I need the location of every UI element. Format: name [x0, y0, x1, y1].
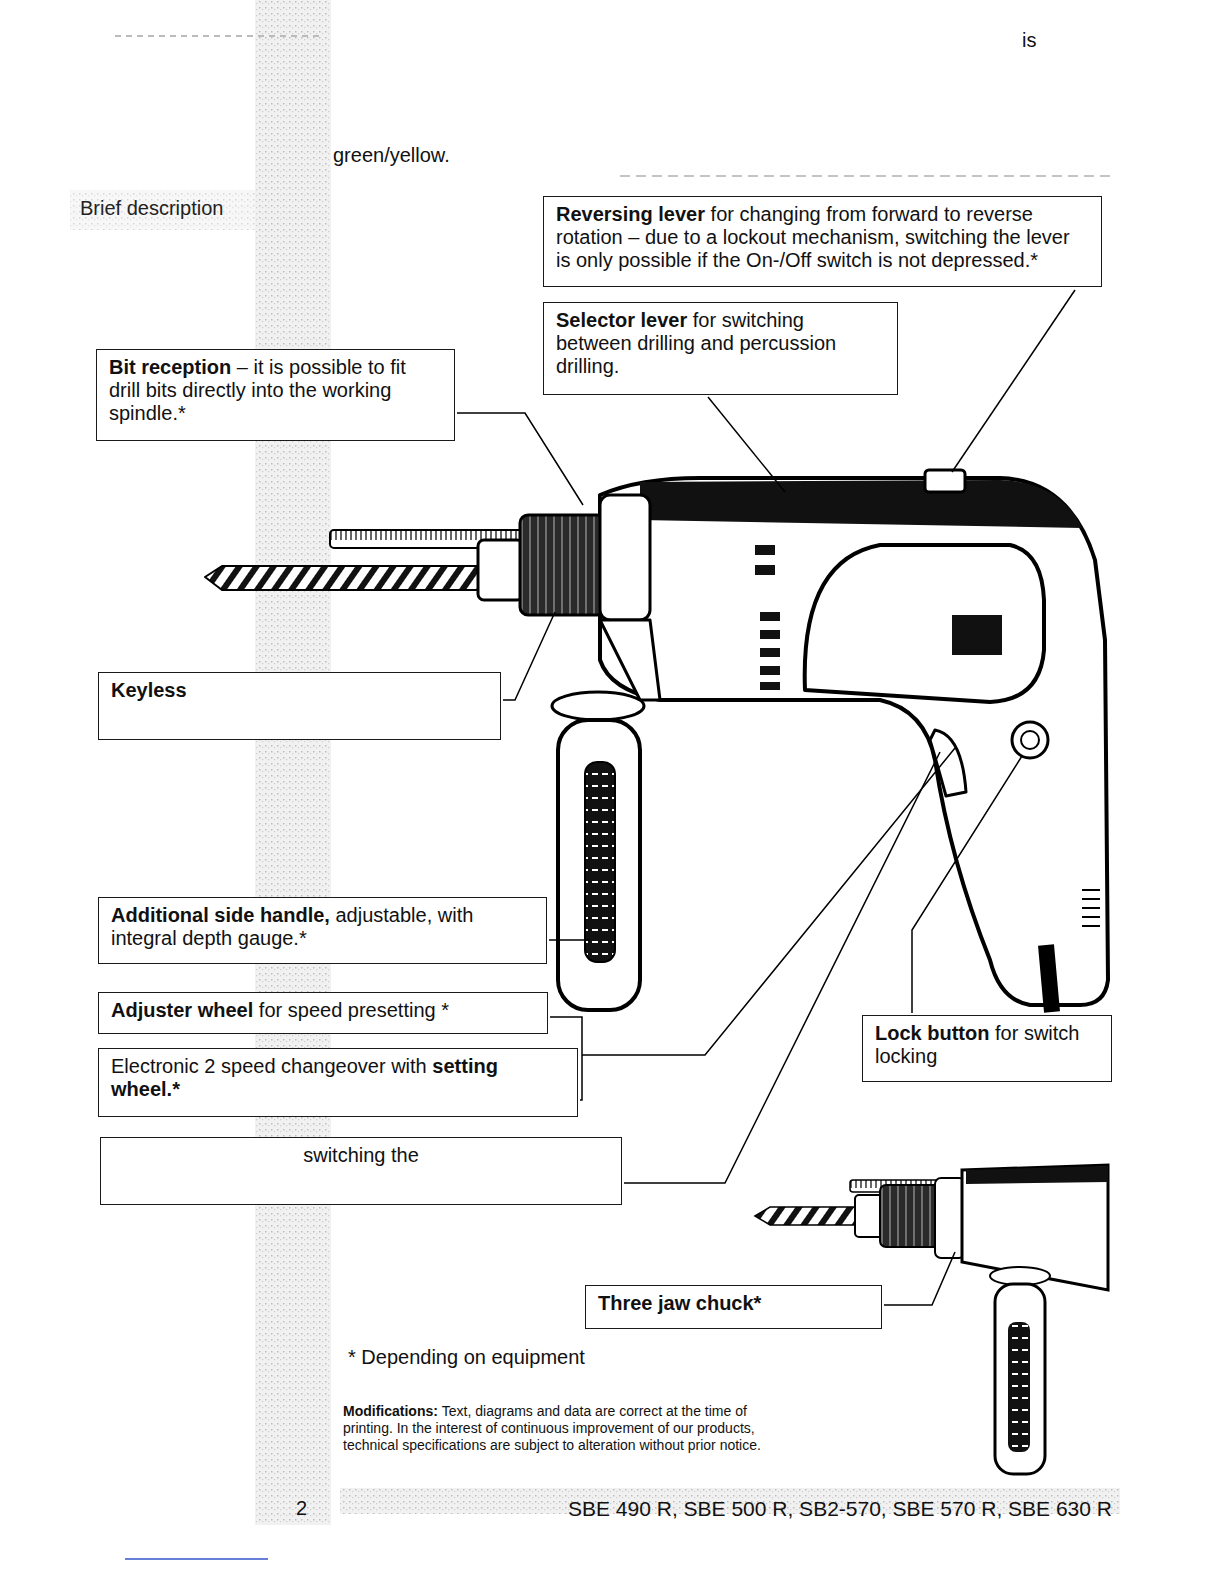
callout-box: Bit reception– it is possible to fit dri…	[96, 349, 455, 441]
callout-box: Lock buttonfor switch locking	[862, 1015, 1112, 1082]
text-label: Modifications:Text, diagrams and data ar…	[343, 1403, 783, 1454]
text-label: * Depending on equipment	[348, 1345, 585, 1369]
callout-text: switching the	[303, 1144, 419, 1166]
callout-box: Three jaw chuck*	[585, 1285, 882, 1329]
text-label: SBE 490 R, SBE 500 R, SB2-570, SBE 570 R…	[568, 1496, 1112, 1521]
callout-heading: Keyless	[111, 679, 187, 701]
callout-text: Electronic 2 speed changeover with	[111, 1055, 427, 1077]
section-heading: Brief description	[80, 197, 223, 220]
callout-heading: Three jaw chuck*	[598, 1292, 761, 1314]
callout-heading: Bit reception	[109, 356, 231, 378]
note-text: green/yellow.	[333, 144, 450, 166]
callout-heading: Selector lever	[556, 309, 687, 331]
callout-box: Electronic 2 speed changeover withsettin…	[98, 1048, 578, 1117]
callout-heading: Adjuster wheel	[111, 999, 253, 1021]
callout-box: Selector leverfor switching between dril…	[543, 302, 898, 395]
callout-box: Reversing leverfor changing from forward…	[543, 196, 1102, 287]
note-text: is	[1022, 29, 1036, 51]
callout-box: Additional side handle,adjustable, with …	[98, 897, 547, 964]
note-text: SBE 490 R, SBE 500 R, SB2-570, SBE 570 R…	[568, 1497, 1112, 1520]
text-label: 2	[296, 1496, 307, 1520]
callout-heading: Lock button	[875, 1022, 989, 1044]
text-label: green/yellow.	[333, 143, 450, 167]
callout-heading: Reversing lever	[556, 203, 705, 225]
scan-texture	[70, 0, 1120, 1559]
callout-text: for speed presetting *	[259, 999, 449, 1021]
callout-heading: Additional side handle,	[111, 904, 330, 926]
note-text: 2	[296, 1497, 307, 1519]
callout-box: Adjuster wheel for speed presetting *	[98, 992, 548, 1034]
text-label: is	[1022, 28, 1036, 52]
note-text: * Depending on equipment	[348, 1346, 585, 1368]
callout-box: Keyless	[98, 672, 501, 740]
callout-box: switching the	[100, 1137, 622, 1205]
note-heading: Modifications:	[343, 1403, 438, 1419]
